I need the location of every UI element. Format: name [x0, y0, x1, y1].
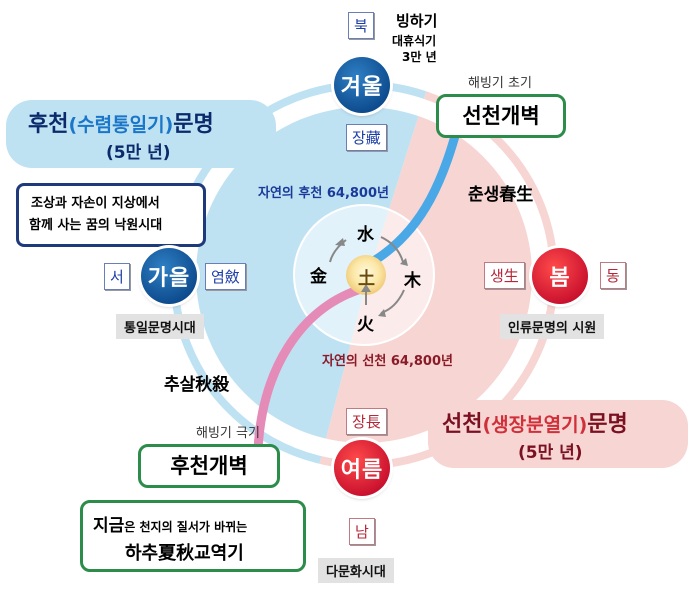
center-earth-orb: [346, 255, 386, 295]
metal-element: 金: [310, 267, 327, 287]
hucheon-civilization-pill: 후천(수렴통일기)문명 (5만 년): [6, 100, 276, 168]
unified-era-label: 통일문명시대: [116, 314, 204, 339]
jang-zang-label: 장藏: [346, 124, 387, 151]
water-element: 水: [357, 225, 374, 245]
thaw-peak-label: 해빙기 극기: [196, 426, 260, 441]
winter-circle: 겨울: [334, 57, 390, 113]
hucheon-gaebyeok-band: [253, 285, 363, 455]
now-emphasis: 지금: [93, 516, 125, 536]
ice-age-years-label: 3만 년: [402, 50, 437, 64]
chusal-label: 추살秋殺: [164, 375, 230, 395]
south-label: 남: [349, 518, 375, 545]
seoncheon-civilization-pill: 선천(생장분열기)문명 (5만 년): [428, 400, 688, 468]
paradise-line-1: 조상과 자손이 지상에서: [31, 196, 160, 211]
seoncheon-civ-title: 선천: [442, 412, 483, 437]
yeom-label: 염斂: [205, 263, 246, 290]
now-line-2: 하추夏秋교역기: [125, 543, 244, 564]
paradise-box: 조상과 자손이 지상에서 함께 사는 꿈의 낙원시대: [16, 183, 206, 247]
seoncheon-gaebyeok-band: [367, 113, 465, 267]
west-label: 서: [104, 263, 130, 290]
diverse-era-label: 다문화시대: [318, 558, 394, 583]
ice-age-rest-label: 대휴식기: [392, 34, 437, 48]
hucheon-civ-paren: (수렴통일기): [68, 114, 174, 136]
saeng-label: 생生: [484, 262, 525, 289]
seoncheon-civ-paren: (생장분열기): [482, 414, 588, 436]
seoncheon-gaebyeok-box: 선천개벽: [436, 94, 566, 138]
east-label: 동: [600, 262, 626, 289]
fire-element: 火: [357, 315, 374, 335]
ice-age-label: 빙하기: [396, 12, 438, 30]
seoncheon-civ-years: (5만 년): [518, 443, 583, 463]
jang-chang-label: 장長: [346, 408, 387, 435]
hucheon-gaebyeok-box: 후천개벽: [138, 444, 280, 488]
north-label: 북: [348, 12, 374, 39]
nature-hucheon-label: 자연의 후천 64,800년: [258, 186, 389, 201]
human-origin-label: 인류문명의 시원: [500, 314, 605, 339]
nature-seoncheon-label: 자연의 선천 64,800년: [322, 354, 453, 369]
wood-element: 木: [404, 271, 421, 291]
hucheon-civ-title: 후천: [28, 112, 69, 137]
now-text: 은 천지의 질서가 바뀌는: [124, 520, 248, 534]
now-box: 지금은 천지의 질서가 바뀌는 하추夏秋교역기: [80, 500, 306, 572]
chunsaeng-label: 춘생春生: [468, 185, 534, 205]
hucheon-civ-title-b: 문명: [173, 112, 214, 137]
spring-circle: 봄: [532, 248, 588, 304]
earth-element: 土: [358, 269, 375, 289]
summer-circle: 여름: [334, 440, 390, 496]
hucheon-civ-years: (5만 년): [106, 143, 171, 163]
thaw-early-label: 해빙기 초기: [468, 76, 532, 91]
paradise-line-2: 함께 사는 꿈의 낙원시대: [29, 218, 163, 233]
seoncheon-civ-title-b: 문명: [587, 412, 628, 437]
autumn-circle: 가을: [141, 248, 197, 304]
